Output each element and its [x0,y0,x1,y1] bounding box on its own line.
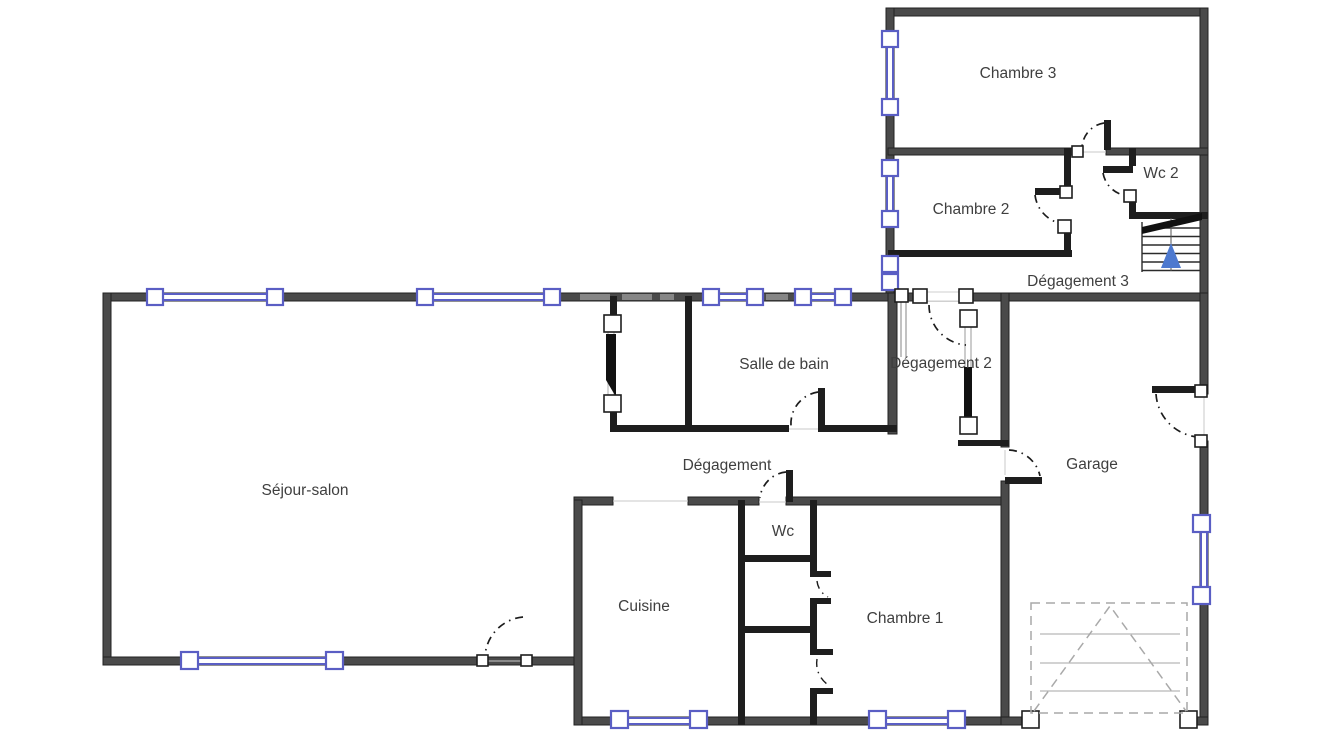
room-label-chambre-1: Chambre 1 [867,610,944,627]
chambre3-door-arc [1081,122,1105,149]
partition-walls [610,120,1208,725]
window-block [1191,513,1212,534]
degagement3-passage-opening [925,291,961,302]
door-jambs [476,145,1208,729]
window-glass [718,293,748,301]
room-label-wc: Wc [772,523,795,540]
window-block [415,287,435,307]
stairs-diagonal-edge [1142,213,1202,234]
window-block [880,158,900,178]
room-label-garage: Garage [1066,456,1118,473]
garage-door-symbol [1030,602,1188,714]
windows [145,29,1212,730]
sejour-garden-door-arc [484,616,524,657]
window-block [265,287,285,307]
window-block [793,287,813,307]
room-label-chambre-2: Chambre 2 [933,201,1010,218]
stairs-up-arrow-icon [1161,243,1181,268]
door-swing-arcs [484,122,1199,687]
room-label-degagement-2: Dégagement 2 [890,355,992,372]
room-label-degagement: Dégagement [683,457,772,474]
window-glass [1200,531,1208,588]
degagement2-door-panel [964,367,972,418]
wall-shading [580,294,788,300]
window-glass [885,717,949,725]
window-glass [627,717,691,725]
entry-door-arc [1155,393,1199,438]
chambre1-closet1-arc [816,580,829,598]
window-glass [886,46,894,100]
chambre1-closet2-arc [815,658,831,687]
window-block [542,287,562,307]
room-label-degagement-3: Dégagement 3 [1027,273,1129,290]
window-block [833,287,853,307]
window-block [745,287,765,307]
window-block [701,287,721,307]
stairs [1141,213,1202,272]
room-labels: Chambre 3 Chambre 2 Wc 2 Dégagement 3 Sa… [261,65,1178,627]
window-glass [432,293,545,301]
window-block [946,709,967,730]
degagement3-passage-arc [928,304,967,346]
window-block [179,650,200,671]
window-block [145,287,165,307]
garage-access-door-arc [1008,449,1041,477]
room-label-sejour-salon: Séjour-salon [261,482,348,499]
panel-door-symbols [606,296,972,418]
exterior-walls [102,7,1209,726]
window-glass [162,293,268,301]
window-block [609,709,630,730]
window-glass [886,175,894,212]
room-label-cuisine: Cuisine [618,598,670,615]
window-block [880,209,900,229]
threshold-lines [488,151,1205,662]
salle-de-bain-door-arc [790,391,819,427]
room-label-salle-de-bain: Salle de bain [739,356,829,373]
window-block [880,29,900,49]
room-label-chambre-3: Chambre 3 [980,65,1057,82]
window-block [688,709,709,730]
degagement-door-arc [759,471,787,499]
garage-door-post [1179,710,1198,729]
room-label-wc-2: Wc 2 [1143,165,1178,182]
window-glass [197,657,327,665]
window-block [880,254,900,274]
window-block [1191,585,1212,606]
closet-door-panel [606,334,616,397]
window-block [880,272,900,292]
window-block [880,97,900,117]
window-glass [810,293,836,301]
garage-door-chevron [1033,604,1187,712]
window-block [867,709,888,730]
window-block [324,650,345,671]
